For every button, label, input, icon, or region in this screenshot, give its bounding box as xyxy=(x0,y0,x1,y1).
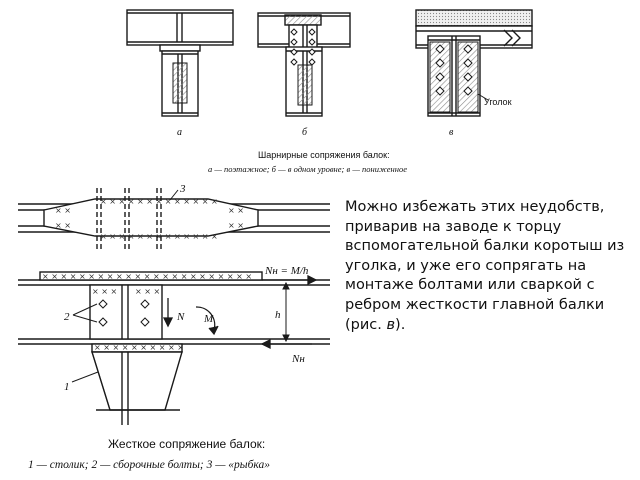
weld-crosses-elevation: × × × × × × × × × × × × × × × × × × × × … xyxy=(42,272,252,352)
label-a: а xyxy=(177,127,182,138)
hinged-caption-title: Шарнирные сопряжения балок: xyxy=(258,150,390,160)
svg-text:× × ×: × × × xyxy=(135,287,160,296)
force-arrows xyxy=(260,274,318,350)
svg-text:× × × × × × × × × × × × × × ×: × × × × × × × × × × × × × × × × × × × × … xyxy=(42,272,252,281)
rigid-caption-title: Жесткое сопряжение балок: xyxy=(108,437,265,451)
paragraph-line-1: Можно избежать этих неудобств, xyxy=(345,199,605,215)
fishplate-plan-view xyxy=(18,188,330,250)
shear-arrow xyxy=(162,298,174,328)
hinged-connection-b xyxy=(257,12,351,117)
paragraph-line-4: уголка, и уже его сопрягать на xyxy=(345,257,587,274)
number-2: 2 xyxy=(64,311,70,323)
leader-3 xyxy=(169,189,179,201)
svg-text:× × × × × × × × × ×: × × × × × × × × × × xyxy=(94,343,184,352)
leaders-2 xyxy=(72,303,98,323)
moment-arrow xyxy=(195,306,219,336)
paragraph-line-6: ребром жесткости главной балки xyxy=(345,296,605,313)
height-dimension xyxy=(282,281,290,343)
hinged-connection-a xyxy=(126,9,234,117)
weld-crosses-plan: × × × × × × × × × × × × × × × × × × × × … xyxy=(55,197,244,241)
paragraph-line-5: монтаже болтами или сваркой с xyxy=(345,277,595,294)
bolts-v xyxy=(435,44,473,96)
bolts-b xyxy=(290,28,316,66)
label-b: б xyxy=(302,127,308,138)
number-1: 1 xyxy=(64,381,70,393)
svg-text:× ×: × × xyxy=(55,206,71,215)
svg-text:× × × × × × × × × × × × ×: × × × × × × × × × × × × × xyxy=(100,232,218,241)
shear-label: N xyxy=(176,311,185,323)
svg-text:× ×: × × xyxy=(228,206,244,215)
svg-text:× × ×: × × × xyxy=(92,287,117,296)
paragraph-ref-suffix: ). xyxy=(395,316,406,333)
label-v: в xyxy=(449,127,454,138)
force-bottom-label: Nн xyxy=(291,353,305,365)
paragraph-ref-figure: в xyxy=(386,316,396,333)
svg-text:× ×: × × xyxy=(228,221,244,230)
leader-1 xyxy=(71,371,99,383)
paragraph-ref-prefix: (рис. xyxy=(345,316,387,333)
explanation-paragraph: Можно избежать этих неудобств, приварив … xyxy=(345,198,630,335)
hinged-caption-desc: а — поэтажное; б — в одном уровне; в — п… xyxy=(208,164,407,174)
number-3: 3 xyxy=(179,183,186,195)
rigid-connection-elevation xyxy=(18,271,330,425)
assembly-bolts xyxy=(98,299,150,327)
height-label: h xyxy=(275,309,281,321)
angle-label: Уголок xyxy=(484,97,512,107)
svg-text:× × × × × × × × × × × × ×: × × × × × × × × × × × × × xyxy=(100,197,218,206)
paragraph-line-3: вспомогательной балки коротыш из xyxy=(345,238,625,255)
svg-text:× ×: × × xyxy=(55,221,71,230)
force-top-label: Nн = M/h xyxy=(264,265,309,277)
hinged-connection-v xyxy=(415,9,533,117)
paragraph-line-2: приварив на заводе к торцу xyxy=(345,218,562,235)
moment-label: M xyxy=(203,313,214,325)
paragraph-line-7: (рис. в). xyxy=(345,316,630,336)
rigid-caption-desc: 1 — столик; 2 — сборочные болты; 3 — «ры… xyxy=(28,459,270,471)
